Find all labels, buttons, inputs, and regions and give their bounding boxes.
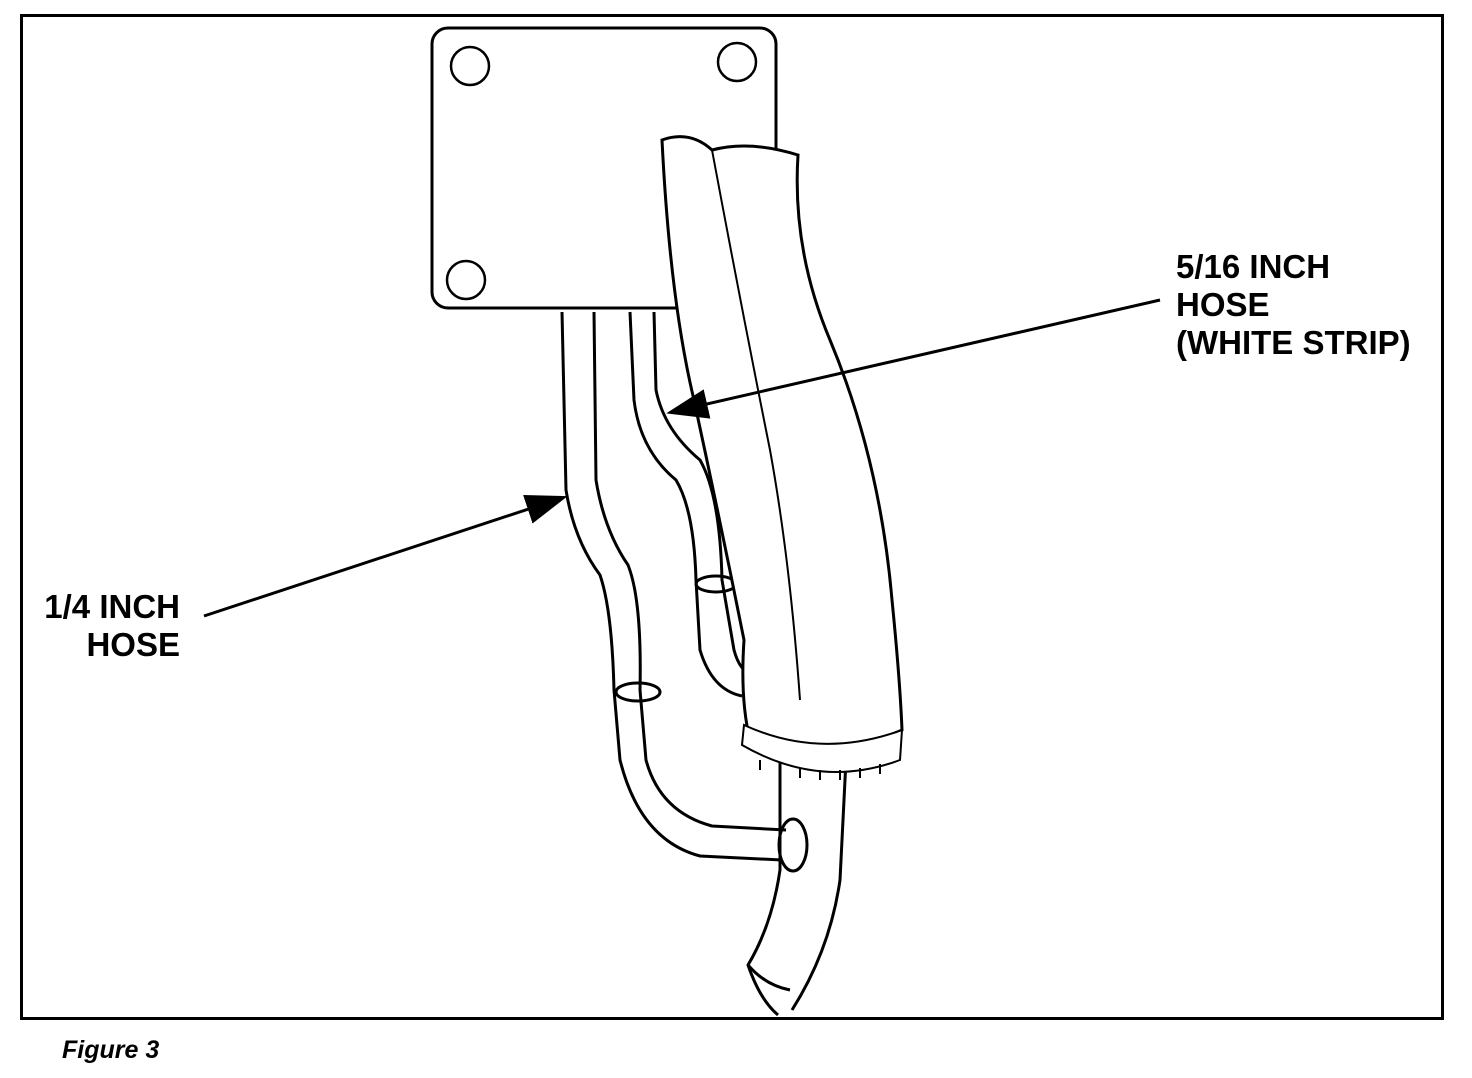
callout-five-sixteenth-line3: (WHITE STRIP) [1176,324,1411,361]
main-hose [746,759,848,1017]
leader-arrow-quarter-inch [203,495,568,618]
figure-caption: Figure 3 [62,1036,160,1064]
callout-quarter-inch-line1: 1/4 INCH [44,588,180,625]
callout-quarter-inch-line2: HOSE [86,626,180,663]
quarter-inch-hose [560,311,809,873]
hose-sleeve [660,135,904,780]
bolt-hole-top-right [716,41,758,83]
bolt-hole-bottom-left [445,259,487,301]
callout-five-sixteenth-inch-hose: 5/16 INCH HOSE (WHITE STRIP) [1176,248,1411,362]
leader-arrow-five-sixteenth-inch [666,298,1161,419]
bolt-hole-top-left [449,45,491,87]
callout-quarter-inch-hose: 1/4 INCH HOSE [28,588,180,664]
callout-five-sixteenth-line2: HOSE [1176,286,1270,323]
callout-five-sixteenth-line1: 5/16 INCH [1176,248,1331,285]
